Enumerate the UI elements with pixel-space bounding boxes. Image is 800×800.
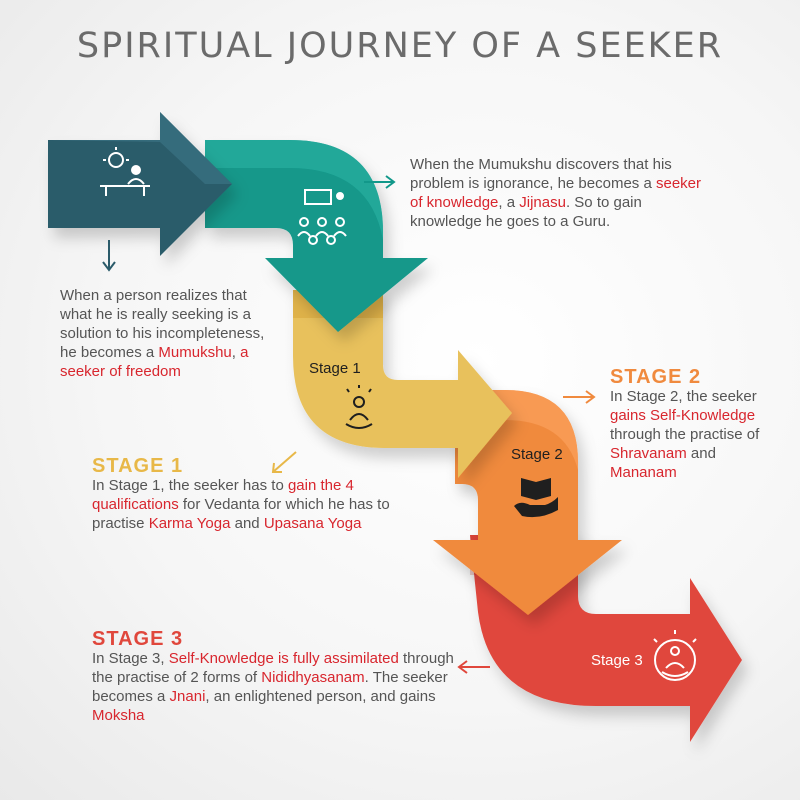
small-arrow-icon bbox=[457, 660, 490, 674]
stage1-heading: STAGE 1 bbox=[92, 455, 184, 477]
qualifications-term: gain the 4 qualifications bbox=[92, 477, 354, 513]
small-arrow-icon bbox=[102, 240, 116, 272]
stage1-text: for Vedanta for which he has to practise bbox=[92, 496, 390, 532]
jijnasu-description: When the Mumukshu discovers that his pro… bbox=[410, 155, 710, 231]
moksha-term: Moksha bbox=[92, 707, 145, 724]
stage1-text: In Stage 1, the seeker has to bbox=[92, 477, 288, 494]
stage2-text: and bbox=[686, 445, 716, 462]
intro-text: When the Mumukshu discovers that his pro… bbox=[410, 156, 672, 192]
stage3-text: through the practise of 2 forms of bbox=[92, 650, 454, 686]
mumukshu-text: When a person realizes that what he is r… bbox=[60, 287, 265, 361]
stage2-text: through the practise of bbox=[610, 426, 760, 443]
mumukshu-description: When a person realizes that what he is r… bbox=[60, 286, 270, 381]
seeker-of-knowledge-term: seeker of knowledge bbox=[410, 175, 702, 211]
assimilated-term: Self-Knowledge is fully assimilated bbox=[168, 650, 399, 667]
stage2-description: STAGE 2 In Stage 2, the seeker gains Sel… bbox=[610, 366, 780, 482]
shravanam-term: Shravanam bbox=[610, 445, 687, 462]
enlightened-meditator-icon bbox=[653, 630, 697, 681]
meditating-figure-icon bbox=[345, 385, 373, 429]
upasana-yoga-term: Upasana Yoga bbox=[263, 515, 362, 532]
mumukshu-text: , bbox=[231, 344, 241, 361]
karma-yoga-term: Karma Yoga bbox=[148, 515, 231, 532]
stage2-heading: STAGE 2 bbox=[610, 366, 702, 388]
infographic-title: SPIRITUAL JOURNEY OF A SEEKER bbox=[76, 26, 724, 66]
small-arrow-icon bbox=[271, 451, 297, 473]
person-with-idea-at-desk-icon bbox=[100, 147, 150, 196]
stage1-description: STAGE 1 In Stage 1, the seeker has to ga… bbox=[92, 455, 392, 533]
stage3-text: , an enlightened person, and gains bbox=[205, 688, 436, 705]
stage3-arrow-label: Stage 3 bbox=[591, 652, 643, 669]
stage1-text: and bbox=[230, 515, 264, 532]
book-in-hand-icon bbox=[514, 478, 558, 518]
intro-text: . So to gain knowledge he goes to a Guru… bbox=[410, 194, 642, 230]
stage3-text: . The seeker becomes a bbox=[92, 669, 448, 705]
stage1-arrow-label: Stage 1 bbox=[309, 360, 361, 377]
jnani-term: Jnani bbox=[169, 688, 206, 705]
stage2-text: In Stage 2, the seeker bbox=[610, 388, 757, 405]
stage3-heading: STAGE 3 bbox=[92, 628, 184, 650]
teacher-with-students-icon bbox=[297, 189, 347, 245]
intro-text: , a bbox=[498, 194, 520, 211]
stage2-arrow-label: Stage 2 bbox=[511, 446, 563, 463]
mumukshu-term: Mumukshu bbox=[158, 344, 232, 361]
jijnasu-term: Jijnasu bbox=[519, 194, 566, 211]
seeker-arrow bbox=[48, 112, 232, 256]
small-arrow-icon bbox=[563, 390, 596, 404]
nididhyasanam-term: Nididhyasanam bbox=[261, 669, 365, 686]
seeker-of-freedom-term: a seeker of freedom bbox=[60, 344, 249, 380]
mananam-term: Mananam bbox=[610, 464, 677, 481]
stage3-text: In Stage 3, bbox=[92, 650, 169, 667]
stage3-description: STAGE 3 In Stage 3, Self-Knowledge is fu… bbox=[92, 628, 472, 725]
small-arrow-icon bbox=[364, 175, 396, 189]
self-knowledge-term: gains Self-Knowledge bbox=[610, 407, 756, 424]
